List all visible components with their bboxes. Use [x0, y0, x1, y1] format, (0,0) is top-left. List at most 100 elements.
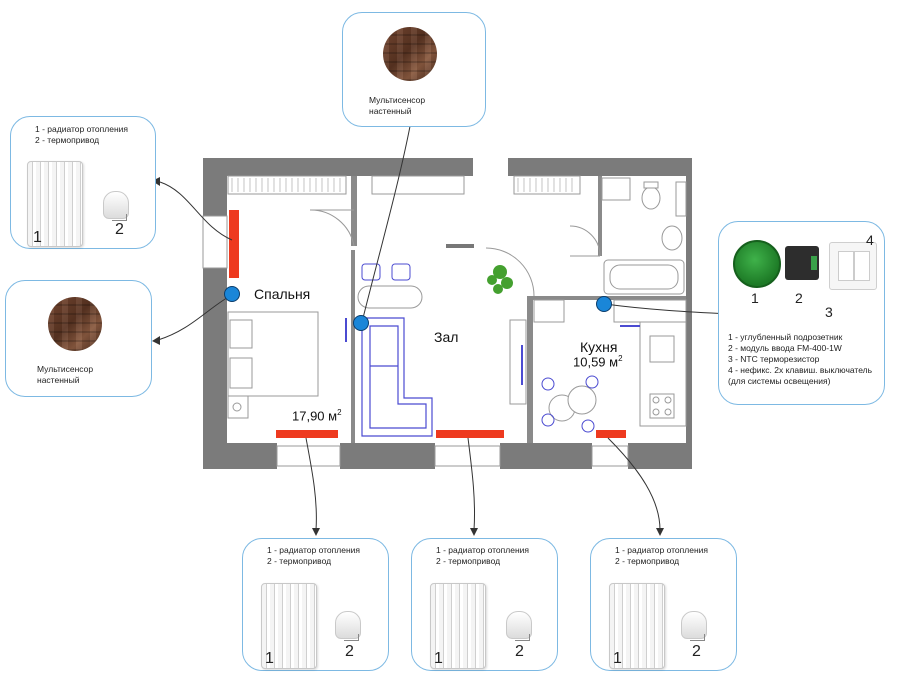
door-bath [569, 225, 601, 257]
radiator-card-num1: 1 [33, 229, 42, 246]
radiator-bedroom-bottom [276, 430, 338, 438]
radiator-card-line1: 1 - радиатор отопления [436, 545, 529, 555]
radiator-card-num2: 2 [515, 643, 524, 660]
room-area-kitchen-value: 10,59 м [573, 354, 619, 370]
radiator-card-bedroom-side: 1 - радиатор отопления 2 - термопривод 1… [10, 116, 156, 249]
sofa-outline [361, 317, 433, 437]
radiator-image [261, 583, 317, 669]
kitchen-card-num1: 1 [751, 290, 759, 306]
arrow-head-kitchen-radiator [656, 528, 664, 536]
kitchen-card-line2: 2 - модуль ввода FM-400-1W [728, 343, 842, 353]
radiators-on-plan [229, 210, 626, 438]
light-switch-image [829, 242, 877, 290]
bathroom-fixtures [371, 175, 687, 295]
room-area-kitchen-unit-sup: 2 [618, 354, 623, 363]
fridge [533, 299, 565, 323]
wall-multisensor-image [48, 297, 102, 351]
wall-hall-kitchen [527, 296, 533, 443]
thermo-actuator-image [506, 611, 532, 641]
arrow-head-hall-radiator [470, 528, 478, 536]
kitchen-card-num4: 4 [866, 232, 874, 248]
washing-machine [601, 177, 631, 201]
radiator-card-line2: 2 - термопривод [615, 556, 680, 566]
room-area-bedroom: 17,90 м2 [292, 408, 342, 423]
input-module-image [785, 246, 819, 280]
flush-mounting-box-image [733, 240, 781, 288]
radiator-image [430, 583, 486, 669]
door-bedroom [309, 209, 355, 247]
sensor-marker-bedroom[interactable] [224, 286, 240, 302]
kitchen-devices-card: 4 1 2 3 1 - углубленный подрозетник 2 - … [718, 221, 885, 405]
wall-bath [598, 176, 602, 256]
wall-multisensor-image [383, 27, 437, 81]
wall-bed-hall-upper [351, 176, 357, 246]
wall-top-right [508, 158, 692, 176]
connector-hall-radiator [467, 437, 476, 531]
sensor-marker-hall[interactable] [353, 315, 369, 331]
window-kitchen-top [513, 175, 581, 195]
radiator-card-line2: 2 - термопривод [35, 135, 100, 145]
doors [309, 209, 601, 297]
kitchen-card-line4: 4 - нефикс. 2х клавиш. выключатель [728, 365, 873, 375]
walls [203, 158, 692, 469]
radiator-card-line2: 2 - термопривод [436, 556, 501, 566]
radiator-card-hall: 1 - радиатор отопления 2 - термопривод 1… [411, 538, 558, 671]
sensor-card-hall: Мультисенсор настенный [342, 12, 486, 127]
radiator-image [27, 161, 83, 247]
sensor-card-line2: настенный [37, 375, 80, 385]
room-label-kitchen: Кухня [580, 339, 618, 355]
chairs [541, 375, 599, 433]
kitchen-card-num3: 3 [825, 304, 833, 320]
armchairs [361, 263, 411, 281]
connector-bed-radiator [159, 181, 233, 241]
room-label-bedroom: Спальня [254, 286, 311, 302]
radiator-card-num1: 1 [265, 650, 274, 667]
radiator-card-num2: 2 [345, 643, 354, 660]
arrow-head-bed-radiator [152, 177, 160, 186]
radiator-card-line2: 2 - термопривод [267, 556, 332, 566]
arrow-head-bed-radiator-bottom [312, 528, 320, 536]
wall-bottom-3 [500, 443, 592, 469]
wall-top-left [203, 158, 473, 176]
sensor-card-line1: Мультисенсор [37, 364, 94, 374]
kitchen-sink [649, 335, 675, 363]
window-hall-bottom [434, 445, 501, 467]
window-bedroom-top [227, 175, 347, 195]
hall-shelf [371, 175, 465, 195]
connector-hall-sensor [361, 115, 413, 323]
connector-kitchen-sensor [604, 303, 731, 315]
hall-furniture [357, 285, 527, 405]
kitchen-card-line3: 3 - NTC терморезистор [728, 354, 820, 364]
room-area-bedroom-unit-sup: 2 [337, 408, 342, 417]
sofa [361, 317, 433, 437]
arrow-head-bed-sensor [152, 336, 160, 345]
window-hatching [231, 178, 573, 192]
wall-left-upper [203, 158, 227, 216]
radiator-card-line1: 1 - радиатор отопления [35, 124, 128, 134]
kitchen-card-line5: (для системы освещения) [728, 376, 831, 386]
toilet [641, 186, 661, 210]
sensor-marker-kitchen[interactable] [596, 296, 612, 312]
plant [487, 265, 513, 294]
radiator-card-num2: 2 [692, 643, 701, 660]
room-label-hall: Зал [434, 329, 459, 345]
bedroom-furniture [227, 311, 319, 419]
hall-partition [446, 244, 474, 248]
radiator-card-line1: 1 - радиатор отопления [615, 545, 708, 555]
sensor-card-line1: Мультисенсор [369, 95, 426, 105]
radiator-kitchen [596, 430, 626, 438]
wall-bed-hall-lower [351, 250, 355, 443]
wall-bottom-1 [203, 443, 277, 469]
connector-bed-radiator-bottom [305, 437, 317, 531]
coffee-table [357, 285, 423, 309]
radiator-hall [436, 430, 504, 438]
thermo-actuator-image [681, 611, 707, 641]
wall-left-lower [203, 268, 227, 468]
window-kitchen-bottom [591, 445, 629, 467]
thermo-actuator-image [103, 191, 129, 221]
radiator-card-kitchen: 1 - радиатор отопления 2 - термопривод 1… [590, 538, 737, 671]
door-kitchen [485, 247, 535, 297]
kitchen-card-num2: 2 [795, 290, 803, 306]
sensor-card-bedroom: Мультисенсор настенный [5, 280, 152, 397]
